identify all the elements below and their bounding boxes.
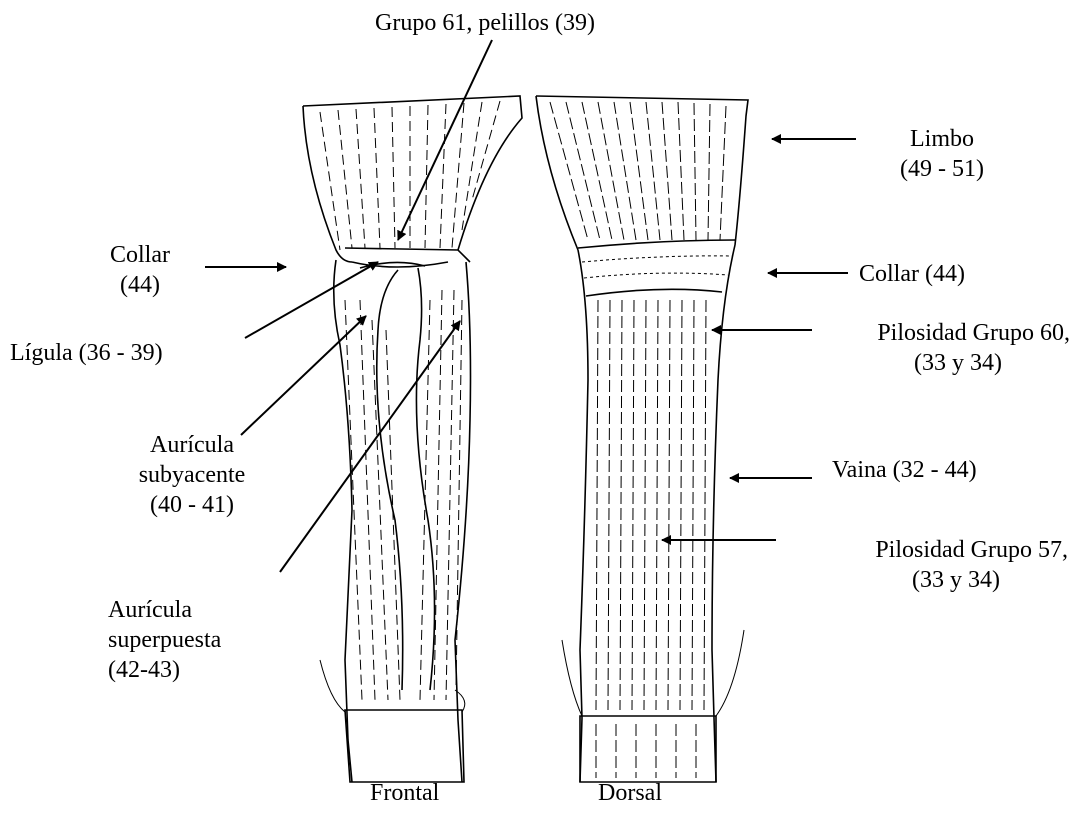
label-auricula-subyacente-line2: subyacente	[122, 460, 262, 490]
label-limbo: Limbo (49 - 51)	[877, 124, 1007, 184]
label-auricula-subyacente-line1: Aurícula	[122, 430, 262, 460]
label-auricula-superpuesta-line2: superpuesta	[108, 625, 221, 655]
pointer-auricula-superpuesta	[280, 321, 460, 572]
label-auricula-superpuesta-line3: (42-43)	[108, 655, 221, 685]
label-pilosidad60: Pilosidad Grupo 60, (33 y 34)	[790, 318, 1070, 378]
label-grupo61: Grupo 61, pelillos (39)	[375, 8, 595, 38]
label-auricula-subyacente: Aurícula subyacente (40 - 41)	[122, 430, 262, 520]
dorsal-sheath-drawing	[536, 96, 748, 782]
label-collar-right: Collar (44)	[859, 259, 965, 289]
label-view-frontal: Frontal	[370, 778, 439, 808]
frontal-sheath-drawing	[303, 96, 522, 782]
label-collar-left: Collar (44)	[100, 240, 180, 300]
label-pilosidad57-line2: (33 y 34)	[808, 565, 1068, 595]
label-pilosidad57-line1: Pilosidad Grupo 57,	[808, 535, 1068, 565]
dorsal-veins	[550, 102, 726, 778]
label-vaina: Vaina (32 - 44)	[832, 455, 977, 485]
pointer-grupo61	[398, 40, 492, 240]
label-pilosidad60-line2: (33 y 34)	[790, 348, 1070, 378]
label-pilosidad57: Pilosidad Grupo 57, (33 y 34)	[808, 535, 1068, 595]
label-collar-left-line2: (44)	[100, 270, 180, 300]
label-view-dorsal: Dorsal	[598, 778, 662, 808]
pointer-ligula	[245, 262, 378, 338]
label-auricula-subyacente-line3: (40 - 41)	[122, 490, 262, 520]
label-limbo-line1: Limbo	[877, 124, 1007, 154]
label-ligula: Lígula (36 - 39)	[10, 338, 163, 368]
label-collar-left-line1: Collar	[100, 240, 180, 270]
label-limbo-line2: (49 - 51)	[877, 154, 1007, 184]
label-pilosidad60-line1: Pilosidad Grupo 60,	[790, 318, 1070, 348]
label-auricula-superpuesta-line1: Aurícula	[108, 595, 221, 625]
pointer-lines	[205, 40, 856, 572]
label-auricula-superpuesta: Aurícula superpuesta (42-43)	[108, 595, 221, 685]
